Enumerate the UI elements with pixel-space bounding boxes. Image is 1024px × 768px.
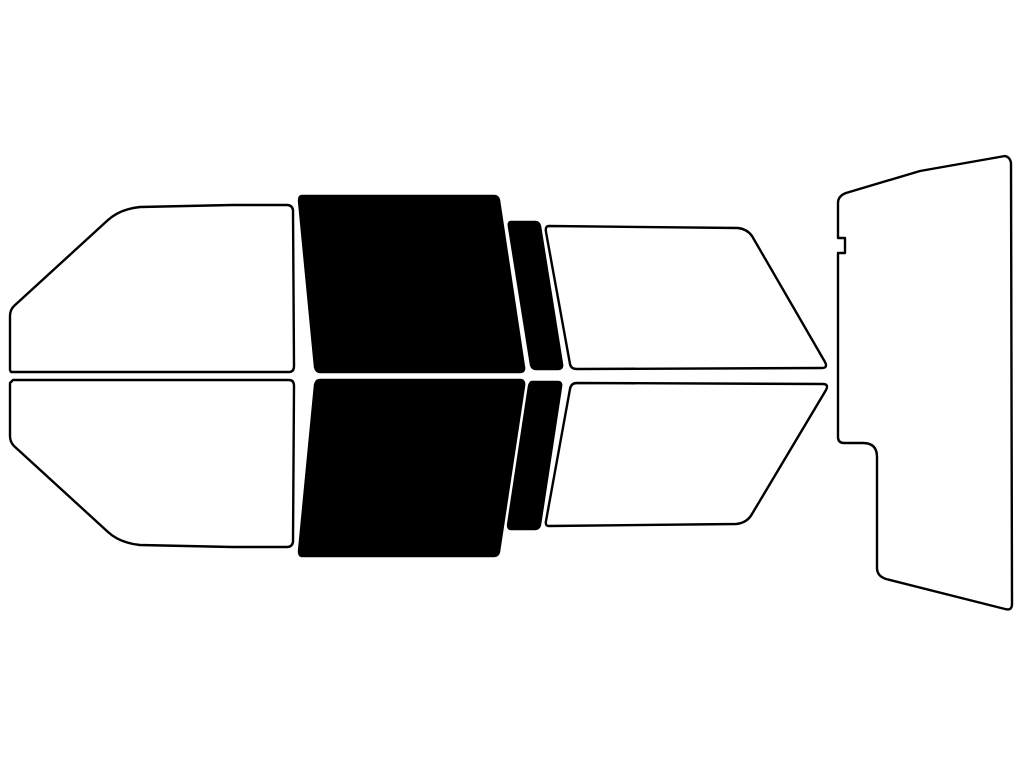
side-window-lower: [544, 381, 829, 528]
rear-quarter-window-upper: [507, 220, 564, 371]
rear-door-window-lower: [297, 378, 526, 558]
front-door-window-lower: [8, 378, 296, 549]
rear-quarter-window-lower: [506, 380, 563, 531]
side-window-upper: [544, 224, 828, 371]
front-door-window-upper: [8, 203, 296, 374]
rear-windshield: [836, 154, 1014, 611]
rear-door-window-upper: [297, 194, 526, 374]
